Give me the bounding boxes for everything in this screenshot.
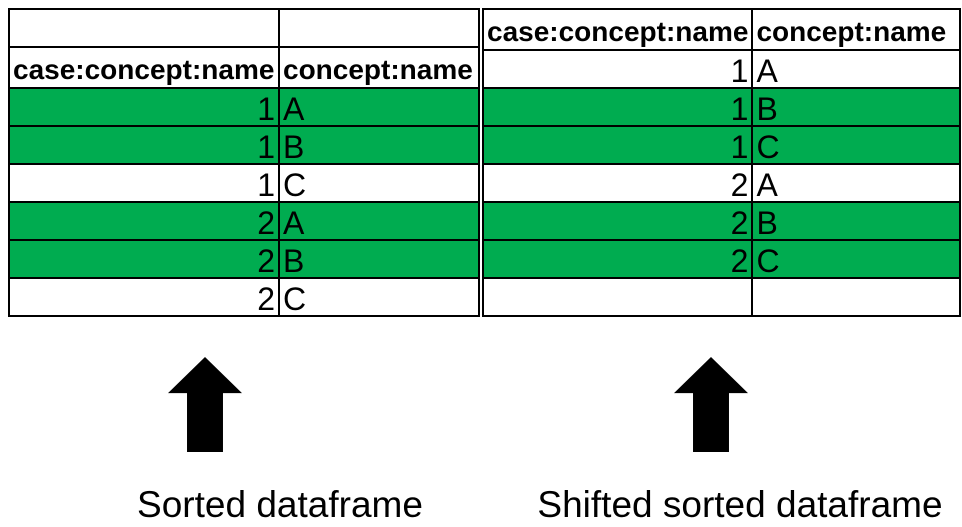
concept-name-cell: concept:name <box>751 8 962 51</box>
case-concept-name-cell: 2 <box>8 277 280 317</box>
concept-name-cell: C <box>278 163 480 203</box>
concept-name-cell: concept:name <box>278 46 480 89</box>
up-arrow-icon <box>168 357 242 452</box>
case-concept-name-cell: 1 <box>8 125 280 165</box>
concept-name-cell: C <box>751 125 962 165</box>
case-concept-name-cell <box>8 8 280 48</box>
concept-name-cell: A <box>751 49 962 89</box>
concept-name-cell: A <box>278 87 480 127</box>
case-concept-name-cell: 1 <box>8 87 280 127</box>
case-concept-name-cell: case:concept:name <box>481 8 754 51</box>
concept-name-cell: B <box>751 87 962 127</box>
concept-name-cell: A <box>751 163 962 203</box>
case-concept-name-cell: 2 <box>481 201 754 241</box>
sorted-dataframe-label: Sorted dataframe <box>137 484 423 525</box>
case-concept-name-cell: 2 <box>8 201 280 241</box>
case-concept-name-cell: 1 <box>481 125 754 165</box>
case-concept-name-cell: 1 <box>8 163 280 203</box>
case-concept-name-cell: 2 <box>481 239 754 279</box>
concept-name-cell <box>751 277 962 317</box>
concept-name-cell: C <box>751 239 962 279</box>
up-arrow-icon <box>674 357 748 452</box>
concept-name-cell: B <box>278 239 480 279</box>
case-concept-name-cell: 2 <box>481 163 754 203</box>
shifted-sorted-dataframe-label: Shifted sorted dataframe <box>537 484 943 525</box>
table-row-empty <box>8 8 480 48</box>
concept-name-cell: A <box>278 201 480 241</box>
concept-name-cell <box>278 8 480 48</box>
case-concept-name-cell: 1 <box>481 49 754 89</box>
concept-name-cell: B <box>278 125 480 165</box>
case-concept-name-cell <box>481 277 754 317</box>
case-concept-name-cell: 1 <box>481 87 754 127</box>
case-concept-name-cell: case:concept:name <box>8 46 280 89</box>
case-concept-name-cell: 2 <box>8 239 280 279</box>
concept-name-cell: B <box>751 201 962 241</box>
concept-name-cell: C <box>278 277 480 317</box>
table-row-empty <box>481 277 962 317</box>
